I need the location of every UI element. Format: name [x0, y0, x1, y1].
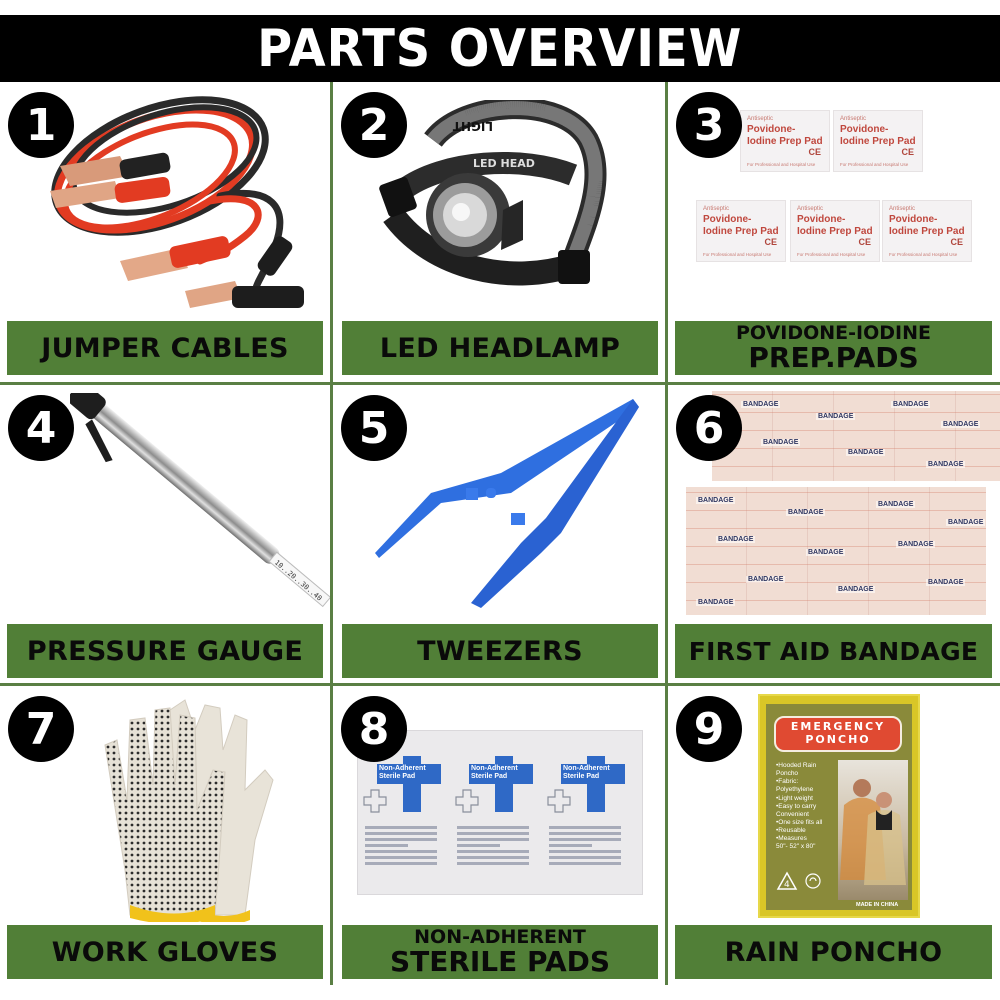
item-card-pressure-gauge: 4 10..20..30..40 PRESSURE GAUGE [0, 385, 330, 683]
led-headlamp-icon: LIGHT LED HEAD [379, 100, 607, 286]
item-card-tweezers: 5 TWEEZERS [333, 385, 665, 683]
item-label: JUMPER CABLES [7, 321, 323, 375]
work-gloves-icon [104, 699, 274, 922]
number-badge: 6 [676, 395, 742, 461]
item-label: PRESSURE GAUGE [7, 624, 323, 678]
pressure-gauge-icon: 10..20..30..40 [70, 393, 330, 608]
tweezers-icon [375, 399, 639, 608]
grid-divider-vertical-1 [330, 82, 333, 985]
item-card-jumper-cables: 1 JUMPER CABLES [0, 82, 330, 382]
page-title: PARTS OVERVIEW [257, 18, 743, 79]
grid-divider-horizontal-2 [0, 683, 1000, 686]
number-badge: 5 [341, 395, 407, 461]
number-badge: 3 [676, 92, 742, 158]
item-card-work-gloves: 7 WORK GLOVES [0, 686, 330, 985]
item-label: FIRST AID BANDAGE [675, 624, 992, 678]
number-badge: 1 [8, 92, 74, 158]
number-badge: 9 [676, 696, 742, 762]
svg-text:10..20..30..40: 10..20..30..40 [273, 559, 323, 603]
grid-divider-vertical-2 [665, 82, 668, 985]
poncho-photo [838, 760, 908, 900]
item-label: NON-ADHERENT STERILE PADS [342, 925, 658, 979]
number-badge: 2 [341, 92, 407, 158]
item-label: LED HEADLAMP [342, 321, 658, 375]
item-label: TWEEZERS [342, 624, 658, 678]
bandages-icon: BANDAGE BANDAGE BANDAGE BANDAGE BANDAGE … [686, 391, 1000, 619]
number-badge: 4 [8, 395, 74, 461]
item-label: RAIN PONCHO [675, 925, 992, 979]
svg-text:4: 4 [784, 880, 790, 890]
item-label: WORK GLOVES [7, 925, 323, 979]
svg-text:LIGHT: LIGHT [452, 119, 493, 133]
item-card-first-aid-bandage: BANDAGE BANDAGE BANDAGE BANDAGE BANDAGE … [668, 385, 1000, 683]
item-card-led-headlamp: 2 LIGHT LED HEAD LED HEADLAMP [333, 82, 665, 382]
number-badge: 8 [341, 696, 407, 762]
jumper-cables-icon [50, 96, 304, 308]
header-banner: PARTS OVERVIEW [0, 15, 1000, 82]
grid-divider-horizontal-1 [0, 382, 1000, 385]
item-label: POVIDONE-IODINE PREP.PADS [675, 321, 992, 375]
number-badge: 7 [8, 696, 74, 762]
svg-text:LED HEAD: LED HEAD [473, 157, 535, 170]
